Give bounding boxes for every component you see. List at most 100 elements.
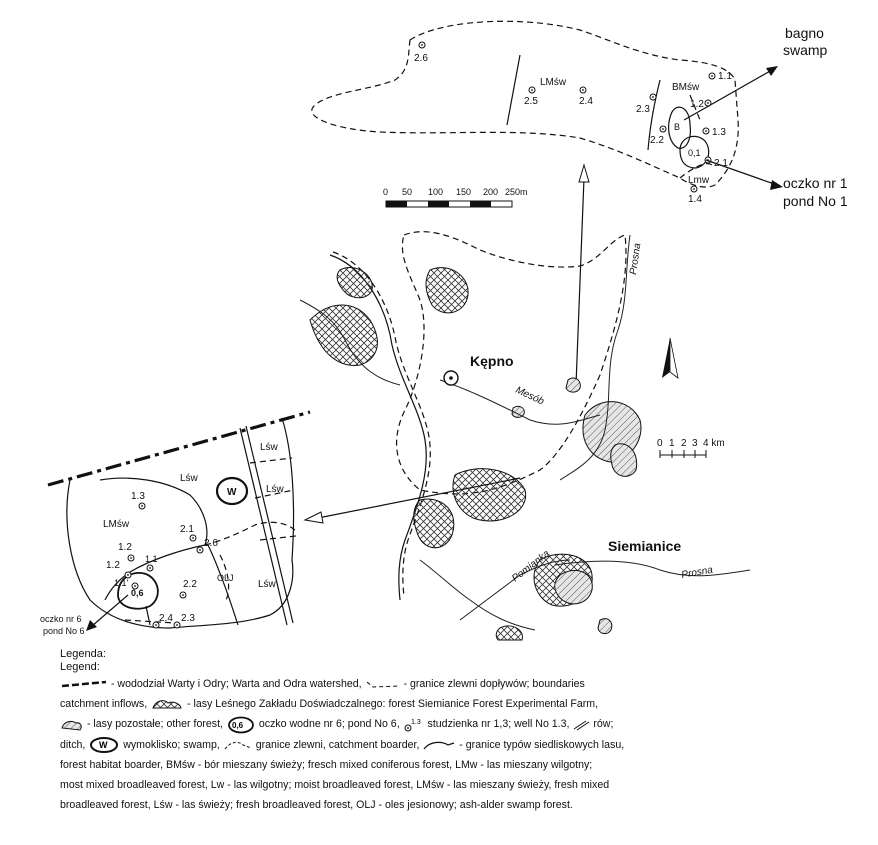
top-scale-tick: 100 — [428, 187, 443, 197]
well-point — [702, 127, 710, 135]
legend-text: oczko wodne nr 6; pond No 6, — [258, 718, 400, 731]
zone-label: Lśw — [258, 579, 277, 590]
legend-row-6: most mixed broadleaved forest, Lw - las … — [60, 775, 860, 795]
ditch-line-b — [245, 425, 294, 624]
zone-label-lmw: Lmw — [688, 175, 710, 186]
forest-other — [597, 618, 613, 635]
top-inset-zone-line-4 — [679, 163, 713, 179]
legend-text: - lasy pozostałe; other forest, — [86, 718, 223, 731]
well-point — [649, 93, 657, 101]
legend-text: studzienka nr 1,3; well No 1.3, — [427, 718, 570, 731]
watershed-line-a — [329, 254, 427, 601]
well-point — [659, 125, 667, 133]
zone-label-bmsw: BMśw — [672, 82, 700, 93]
well-point — [131, 582, 139, 590]
watershed-line-b — [332, 251, 431, 598]
swamp-symbol-icon: W — [90, 736, 119, 753]
well-symbol-label: 1.3 — [411, 719, 421, 726]
pond-arrowhead — [770, 180, 783, 190]
point-label: 2.2 — [183, 579, 197, 590]
habitat-boundary — [99, 477, 208, 546]
forest-lzd — [336, 267, 373, 299]
forest-other — [565, 377, 581, 393]
legend-row-1: - wododział Warty i Odry; Warta and Odra… — [60, 674, 860, 694]
pond-6-callout-arrow — [91, 594, 129, 627]
other-forest-symbol-icon — [61, 720, 82, 731]
river-label-mesob: Mesób — [514, 385, 546, 408]
km-scale-bar: 0 1 2 3 4 km — [657, 438, 725, 458]
point-label: 2.6 — [204, 538, 218, 549]
river-label-prosna-south: Prosna — [681, 565, 715, 581]
catchment-inflow-symbol-icon — [366, 681, 399, 688]
well-point — [690, 185, 698, 193]
forest-lzd — [425, 267, 469, 314]
river-west-tributary — [299, 299, 401, 386]
km-scale-tick: 1 — [669, 438, 675, 449]
town-label-siemianice: Siemianice — [608, 538, 681, 554]
legend-text: forest habitat boarder, BMśw - bór miesz… — [60, 758, 593, 771]
top-inset-zone-line-3 — [689, 94, 701, 121]
zone-label: Lśw — [266, 484, 285, 495]
point-label: 1.2 — [118, 542, 132, 553]
legend-text: - lasy Leśnego Zakładu Doświadczalnego: … — [187, 698, 599, 711]
top-inset-swamp — [668, 106, 691, 149]
top-inset-zone-line-1 — [506, 54, 521, 126]
river-label-prosna-east: Prosna — [628, 242, 643, 275]
well-point — [179, 591, 187, 599]
watershed-dashdot — [47, 410, 311, 487]
point-label: 2.2 — [650, 135, 664, 146]
top-scale-bar: 0 50 100 150 200 250m — [383, 187, 528, 208]
well-point — [708, 72, 716, 80]
swamp-callout-arrow — [683, 69, 773, 121]
point-label: 2.4 — [579, 96, 593, 107]
well-point — [146, 564, 154, 572]
well-point — [196, 546, 204, 554]
catchment-boundary-inset — [124, 619, 176, 624]
legend-text: - granice zlewni dopływów; boundaries — [403, 678, 585, 690]
top-scale-tick: 250m — [505, 187, 528, 197]
river-mesob — [439, 379, 601, 425]
forest-other — [554, 570, 593, 605]
point-label: 2.3 — [181, 613, 195, 624]
pond-symbol-icon: 0,6 — [228, 716, 254, 734]
well-point — [173, 621, 181, 629]
top-inset-pond-label: 0,1 — [688, 148, 701, 158]
forest-lzd — [452, 468, 527, 522]
ditch-symbol-icon — [574, 720, 590, 731]
legend-text: ditch, — [60, 738, 86, 751]
river-prosna-east — [559, 234, 631, 481]
legend: Legenda: Legend: - wododział Warty i Odr… — [60, 648, 860, 815]
arrow-to-top-inset — [575, 177, 585, 386]
point-label: 2.5 — [524, 96, 538, 107]
well-point — [704, 156, 712, 164]
km-scale-tick: 2 — [681, 438, 687, 449]
arrowhead-top — [578, 163, 590, 183]
catchment-boundary-inset — [254, 489, 295, 499]
map-figure: B 0,1 LMśw BMśw Lmw 2.6 2.5 2.4 2.3 2.2 … — [40, 20, 848, 641]
zone-label: Lśw — [260, 442, 279, 453]
top-inset-swamp-mark: B — [674, 122, 680, 132]
swamp-w-icon — [215, 476, 249, 506]
forest-lzd — [413, 498, 455, 549]
top-scale-tick: 0 — [383, 187, 388, 197]
km-scale-tick: 3 — [692, 438, 698, 449]
top-scale-tick: 200 — [483, 187, 498, 197]
river-pomianka — [459, 559, 571, 621]
pond-6-label: 0,6 — [131, 588, 144, 598]
legend-text: broadleaved forest, Lśw - las świeży; fr… — [60, 799, 573, 812]
callout-pond6-pl: oczko nr 6 — [40, 614, 82, 624]
lzd-forest-symbol-icon — [152, 700, 182, 709]
legend-text: catchment inflows, — [60, 698, 148, 711]
well-point — [138, 502, 146, 510]
catchment-boundary-inset — [219, 554, 230, 603]
well-point — [124, 571, 132, 579]
forest-other — [511, 405, 525, 418]
top-scale-tick: 50 — [402, 187, 412, 197]
forest-lzd — [495, 625, 523, 641]
point-label: 2.1 — [180, 524, 194, 535]
point-label: 2.3 — [636, 104, 650, 115]
callout-pond-en: pond No 1 — [783, 193, 848, 209]
legend-text: most mixed broadleaved forest, Lw - las … — [60, 779, 610, 792]
main-map: Kępno Siemianice Prosna Mesób Pomianka P… — [299, 231, 751, 641]
top-scale-tick: 150 — [456, 187, 471, 197]
